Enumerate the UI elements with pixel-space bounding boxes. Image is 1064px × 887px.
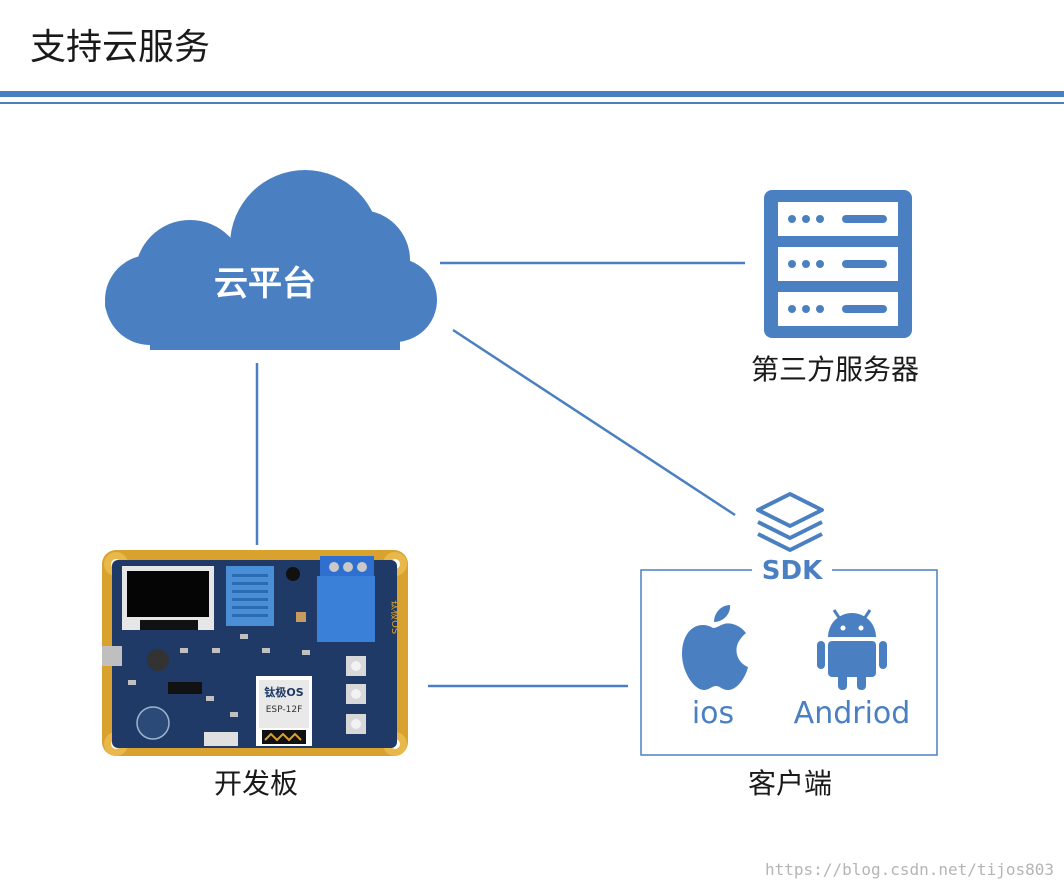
cloud-icon bbox=[105, 170, 437, 350]
server-icon bbox=[764, 190, 912, 338]
server-label: 第三方服务器 bbox=[750, 353, 919, 386]
sdk-layers-icon bbox=[756, 492, 824, 552]
board-label: 开发板 bbox=[213, 767, 298, 800]
board-side-brand: 钛极OS bbox=[389, 600, 402, 634]
title-divider-thin bbox=[0, 102, 1064, 104]
ios-label: ios bbox=[691, 696, 735, 731]
sdk-label: SDK bbox=[752, 554, 832, 588]
android-label: Andriod bbox=[793, 696, 911, 731]
connector-cloud-sdk bbox=[452, 328, 736, 517]
apple-icon bbox=[682, 605, 748, 690]
chip-model-label: ESP-12F bbox=[266, 705, 303, 715]
watermark: https://blog.csdn.net/tijos803 bbox=[765, 860, 1054, 879]
title-divider-thick bbox=[0, 91, 1064, 97]
android-icon bbox=[817, 609, 887, 690]
dev-board-image: 钛极OS ESP-12F 钛极OS bbox=[102, 550, 408, 756]
cloud-platform-label: 云平台 bbox=[214, 264, 316, 304]
chip-brand-label: 钛极OS bbox=[264, 685, 303, 699]
client-label: 客户端 bbox=[747, 767, 832, 800]
page-title: 支持云服务 bbox=[30, 27, 211, 68]
